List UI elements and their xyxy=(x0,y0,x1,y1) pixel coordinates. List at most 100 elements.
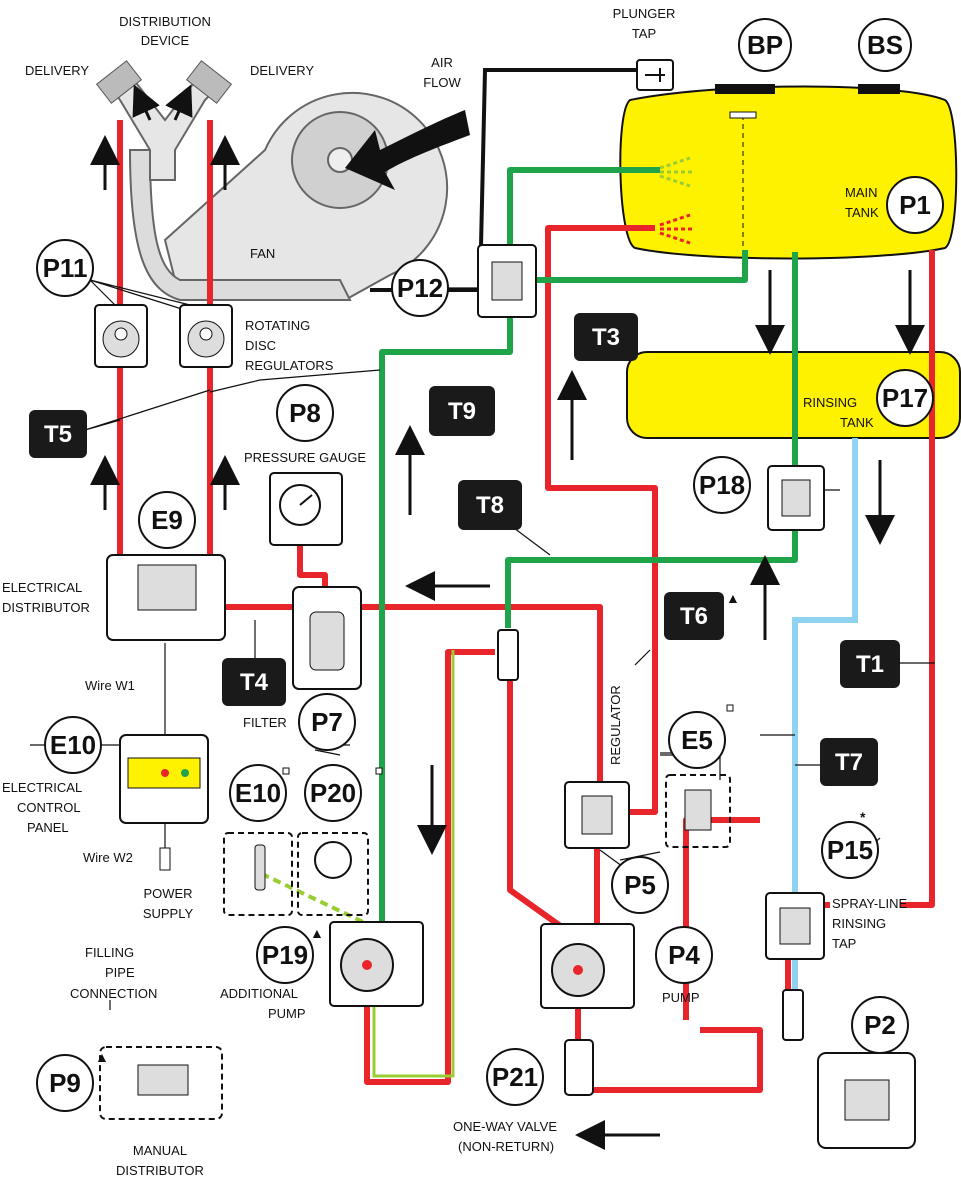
label-panel: PANEL xyxy=(27,820,69,835)
electrical-distributor xyxy=(106,554,226,641)
badge-e10-panel-text: E10 xyxy=(50,730,96,760)
label-main: MAIN xyxy=(845,185,878,200)
flow-arrows xyxy=(90,135,925,1150)
badge-p17: P17 xyxy=(876,369,934,427)
label-rinsing-2: RINSING xyxy=(832,916,886,931)
tag-t6-text: T6 xyxy=(680,603,708,630)
badge-bp-text: BP xyxy=(747,30,783,60)
badge-p15: P15 xyxy=(821,821,879,879)
badge-p11-text: P11 xyxy=(43,253,88,283)
manual-distributor xyxy=(99,1046,223,1120)
badge-p4-text: P4 xyxy=(668,940,700,970)
label-distribution: DISTRIBUTION xyxy=(119,14,211,29)
tag-t5-text: T5 xyxy=(44,421,72,448)
label-tap: TAP xyxy=(632,26,656,41)
badge-p7-text: P7 xyxy=(311,707,343,737)
svg-text:▲: ▲ xyxy=(310,925,324,941)
badge-bs-text: BS xyxy=(867,30,903,60)
label-filling: FILLING xyxy=(85,945,134,960)
badge-p9-text: P9 xyxy=(49,1068,81,1098)
label-pipe: PIPE xyxy=(105,965,135,980)
badge-p5: P5 xyxy=(611,856,669,914)
label-electrical-2: ELECTRICAL xyxy=(2,780,82,795)
label-spray-line: SPRAY-LINE xyxy=(832,896,907,911)
label-power: POWER xyxy=(143,886,192,901)
wire-w2-plug xyxy=(159,847,171,871)
filter xyxy=(292,586,362,690)
tag-t1-text: T1 xyxy=(856,651,884,678)
badge-p11: P11 xyxy=(36,239,94,297)
tag-t1: T1 xyxy=(840,640,900,688)
badge-p8: P8 xyxy=(276,384,334,442)
label-air: AIR xyxy=(431,55,453,70)
e5-optional-valve xyxy=(665,774,731,848)
tag-t3-text: T3 xyxy=(592,324,620,351)
badge-e10-sensor: E10 xyxy=(229,764,287,822)
tag-t6-mark: ▲ xyxy=(726,590,740,606)
tag-t9-text: T9 xyxy=(448,398,476,425)
filling-pipe-return xyxy=(372,650,455,1078)
main-pump xyxy=(540,923,635,1009)
badge-p8-text: P8 xyxy=(289,398,321,428)
rinse-line xyxy=(792,438,858,1000)
badge-p12-text: P12 xyxy=(397,273,443,303)
badge-p21-text: P21 xyxy=(492,1062,538,1092)
p20-optional-gauge xyxy=(297,832,369,916)
label-electrical: ELECTRICAL xyxy=(2,580,82,595)
one-way-valve xyxy=(564,1039,594,1096)
tag-t4: T4 xyxy=(222,658,286,706)
badge-e5-text: E5 xyxy=(681,725,713,755)
label-pressure-gauge: PRESSURE GAUGE xyxy=(244,450,366,465)
badge-p18-text: P18 xyxy=(699,470,745,500)
rotating-disc-regulator-right xyxy=(179,304,233,368)
plunger-tap xyxy=(636,59,674,91)
additional-pump xyxy=(329,921,424,1007)
badge-bs: BS xyxy=(858,18,912,72)
label-wire-w1: Wire W1 xyxy=(85,678,135,693)
component-labels: BP BS P1 P11 P12 P17 P8 P18 E9 P7 E10 E5… xyxy=(36,18,944,1112)
label-device: DEVICE xyxy=(141,33,190,48)
label-regulators: REGULATORS xyxy=(245,358,334,373)
electrical-control-panel xyxy=(119,734,209,824)
p18-valve xyxy=(767,465,825,531)
badge-e10-panel: E10 xyxy=(44,716,102,774)
tag-t3: T3 xyxy=(574,313,638,361)
label-fan: FAN xyxy=(250,246,275,261)
badge-e5: E5 xyxy=(668,711,726,769)
badge-p19-text: P19 xyxy=(262,940,308,970)
label-delivery-right: DELIVERY xyxy=(250,63,314,78)
return-nozzle xyxy=(659,156,692,188)
bp-cap xyxy=(715,84,775,94)
badge-p9: P9 xyxy=(36,1054,94,1112)
badge-p18: P18 xyxy=(693,456,751,514)
rotating-disc-regulator-left xyxy=(94,304,148,368)
tag-t7: T7 xyxy=(820,738,878,786)
text-labels: DISTRIBUTION DEVICE DELIVERY DELIVERY AI… xyxy=(2,6,907,1178)
label-connection: CONNECTION xyxy=(70,986,157,1001)
label-disc: DISC xyxy=(245,338,276,353)
e10-optional-sensor xyxy=(223,832,293,916)
label-pump: PUMP xyxy=(662,990,700,1005)
distribution-device xyxy=(95,60,233,181)
badge-p4: P4 xyxy=(655,926,713,984)
label-rinsing-tank: TANK xyxy=(840,415,874,430)
badge-p2-text: P2 xyxy=(864,1010,896,1040)
main-tank xyxy=(619,85,958,260)
badge-e10-sensor-text: E10 xyxy=(235,778,281,808)
p12-valve xyxy=(477,244,537,318)
badge-p1-text: P1 xyxy=(899,190,931,220)
bs-cap xyxy=(858,84,900,94)
badge-e9: E9 xyxy=(138,491,196,549)
label-regulator: REGULATOR xyxy=(608,685,623,765)
badge-p20: P20 xyxy=(304,764,362,822)
label-non-return: (NON-RETURN) xyxy=(458,1139,554,1154)
label-one-way: ONE-WAY VALVE xyxy=(453,1119,557,1134)
label-additional: ADDITIONAL xyxy=(220,986,298,1001)
tag-t6: T6 ▲ xyxy=(664,590,740,640)
label-flow: FLOW xyxy=(423,75,461,90)
main-control-valve xyxy=(817,1052,916,1149)
tag-t8-text: T8 xyxy=(476,492,504,519)
junction-rinse xyxy=(782,989,804,1041)
label-distributor: DISTRIBUTOR xyxy=(2,600,90,615)
